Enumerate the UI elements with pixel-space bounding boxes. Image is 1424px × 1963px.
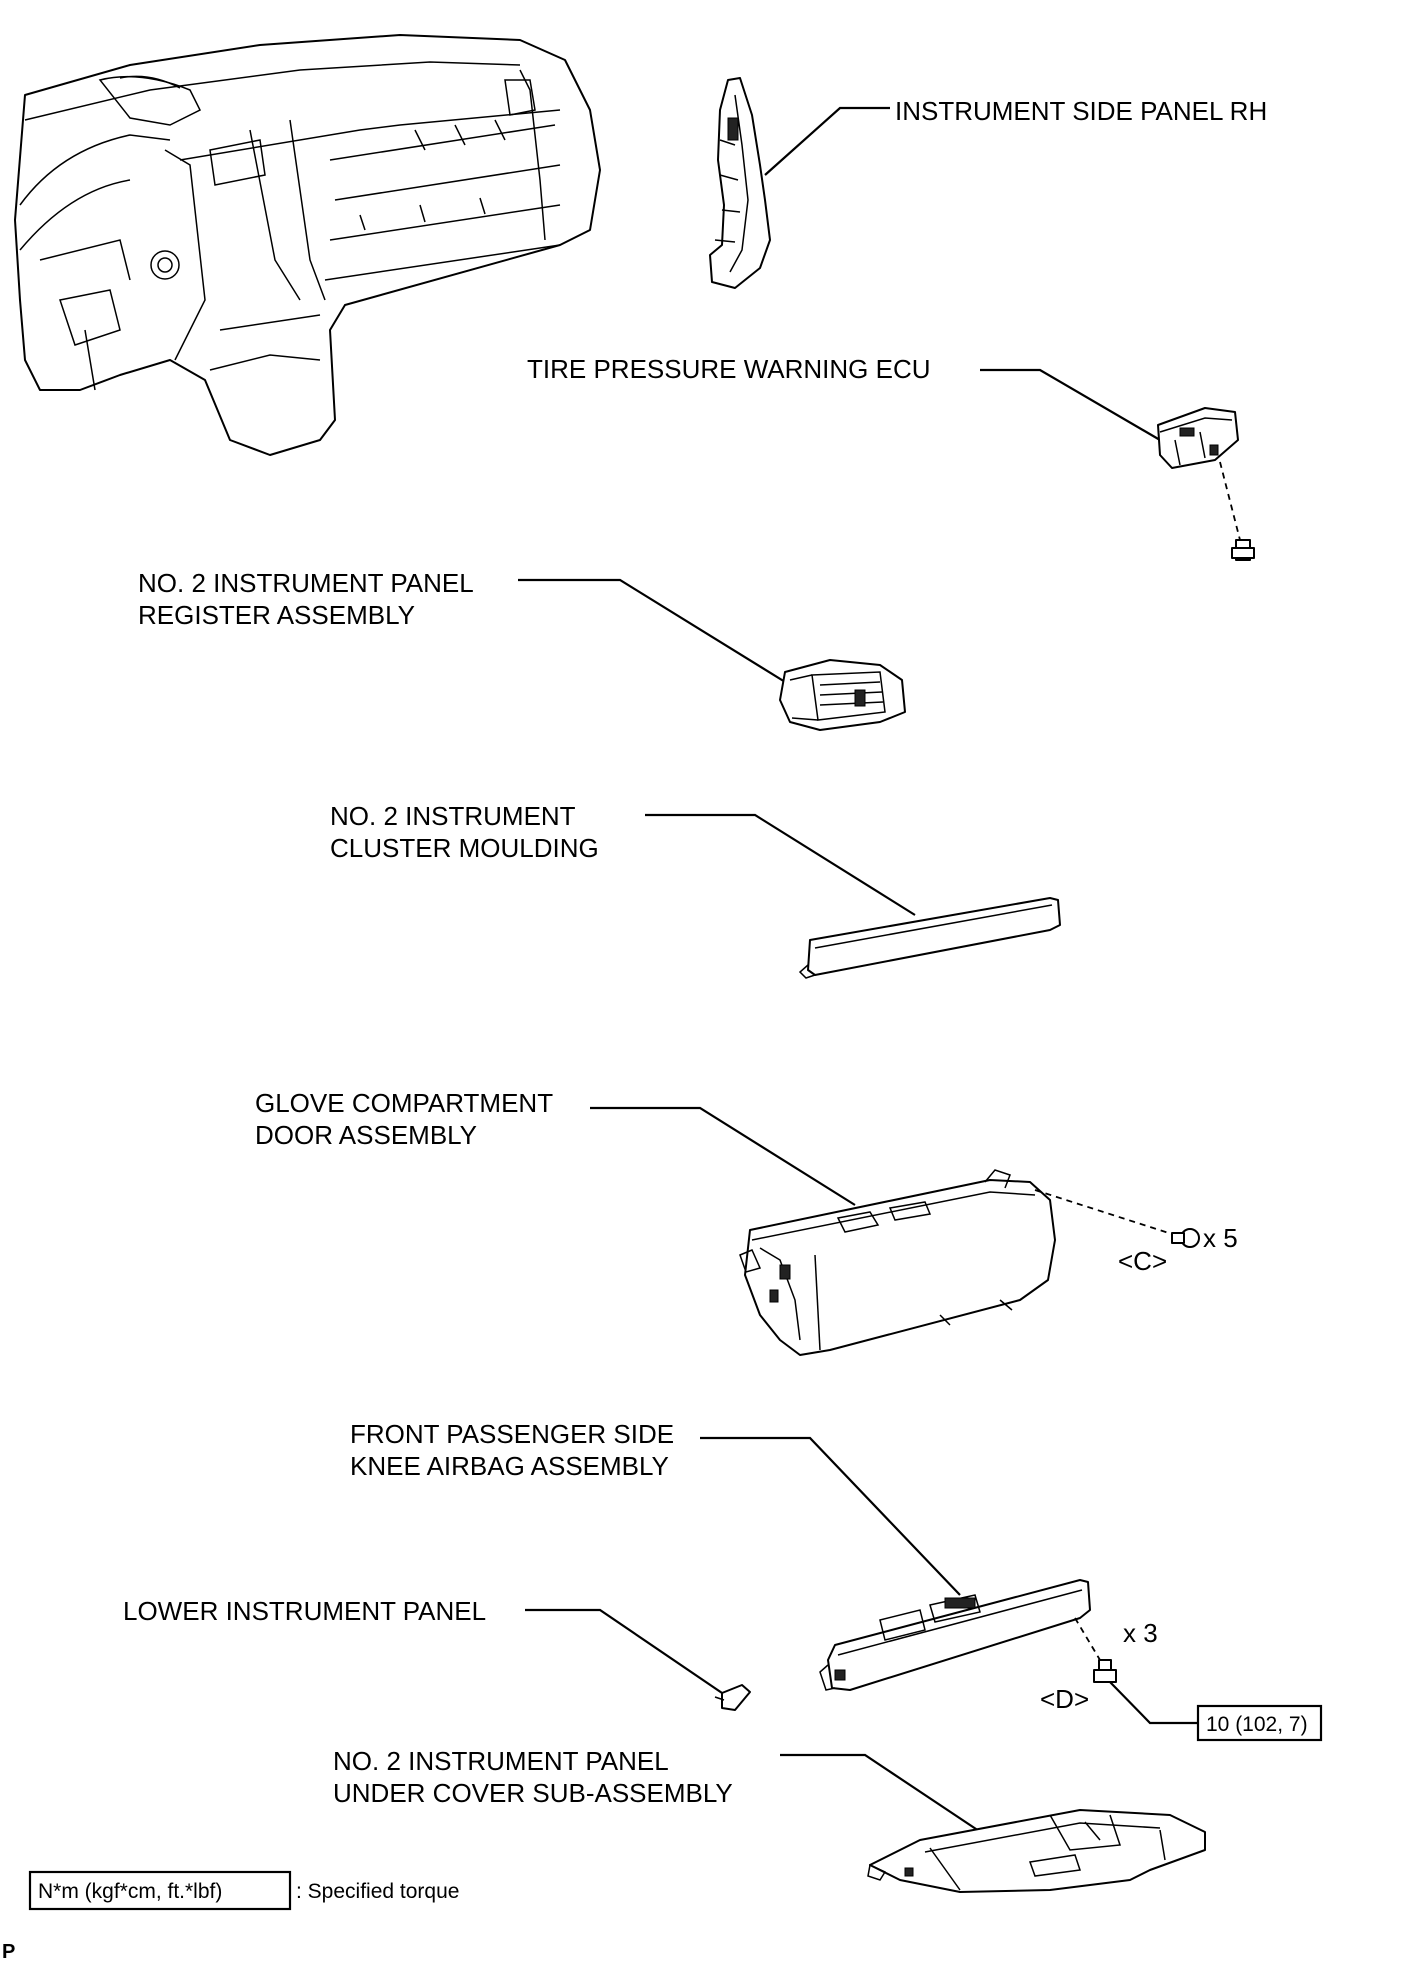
fastener-d-ref: <D> (1040, 1684, 1089, 1714)
leader-lower-panel (525, 1608, 726, 1696)
fastener-c-qty: x 5 (1203, 1223, 1238, 1253)
cluster-moulding (798, 897, 1061, 979)
leader-moulding (645, 813, 916, 916)
leader-side-panel (764, 106, 890, 176)
label-instrument-side-panel-rh: INSTRUMENT SIDE PANEL RH (895, 96, 1267, 126)
leader-knee-airbag (700, 1436, 961, 1596)
legend-torque-text: : Specified torque (296, 1880, 459, 1903)
label-knee-line1: FRONT PASSENGER SIDE (350, 1419, 674, 1449)
legend-torque-units: N*m (kgf*cm, ft.*lbf) (38, 1880, 222, 1903)
bolt-d (1093, 1659, 1117, 1683)
torque-value: 10 (102, 7) (1206, 1713, 1308, 1736)
clip-c (1171, 1228, 1200, 1248)
ecu-bolt (1231, 539, 1255, 561)
label-tire-pressure-warning-ecu: TIRE PRESSURE WARNING ECU (527, 354, 931, 384)
label-moulding-line2: CLUSTER MOULDING (330, 833, 599, 863)
fastener-d-qty: x 3 (1123, 1618, 1158, 1648)
label-register-line1: NO. 2 INSTRUMENT PANEL (138, 568, 474, 598)
label-lower-instrument-panel: LOWER INSTRUMENT PANEL (123, 1596, 486, 1626)
label-register-line2: REGISTER ASSEMBLY (138, 600, 415, 630)
instrument-side-panel-rh (709, 77, 771, 289)
ecu-fastener-line (1219, 461, 1241, 541)
instrument-panel-illustration (14, 34, 601, 456)
glove-fastener-line (1034, 1189, 1176, 1236)
label-knee-line2: KNEE AIRBAG ASSEMBLY (350, 1451, 669, 1481)
fastener-c-ref: <C> (1118, 1246, 1167, 1276)
label-glove-line2: DOOR ASSEMBLY (255, 1120, 477, 1150)
register-assembly (779, 659, 906, 731)
legend-torque-box (28, 1870, 292, 1911)
under-cover-sub-assembly (867, 1809, 1206, 1893)
torque-box (1196, 1704, 1323, 1742)
label-under-cover-line1: NO. 2 INSTRUMENT PANEL (333, 1746, 669, 1776)
label-under-cover-line2: UNDER COVER SUB-ASSEMBLY (333, 1778, 733, 1808)
label-moulding-line1: NO. 2 INSTRUMENT (330, 801, 576, 831)
lower-instrument-panel-clip (714, 1684, 751, 1711)
leader-torque (1109, 1681, 1198, 1725)
leader-register (518, 578, 791, 686)
leader-under-cover (780, 1753, 986, 1836)
corner-mark: P (2, 1941, 15, 1963)
leader-glove (590, 1106, 856, 1206)
knee-airbag-assembly (819, 1579, 1091, 1691)
label-glove-line1: GLOVE COMPARTMENT (255, 1088, 553, 1118)
glove-compartment-door (739, 1169, 1056, 1356)
knee-fastener-line (1074, 1617, 1101, 1661)
leader-tpw-ecu (980, 368, 1161, 441)
tire-pressure-warning-ecu (1157, 407, 1239, 469)
